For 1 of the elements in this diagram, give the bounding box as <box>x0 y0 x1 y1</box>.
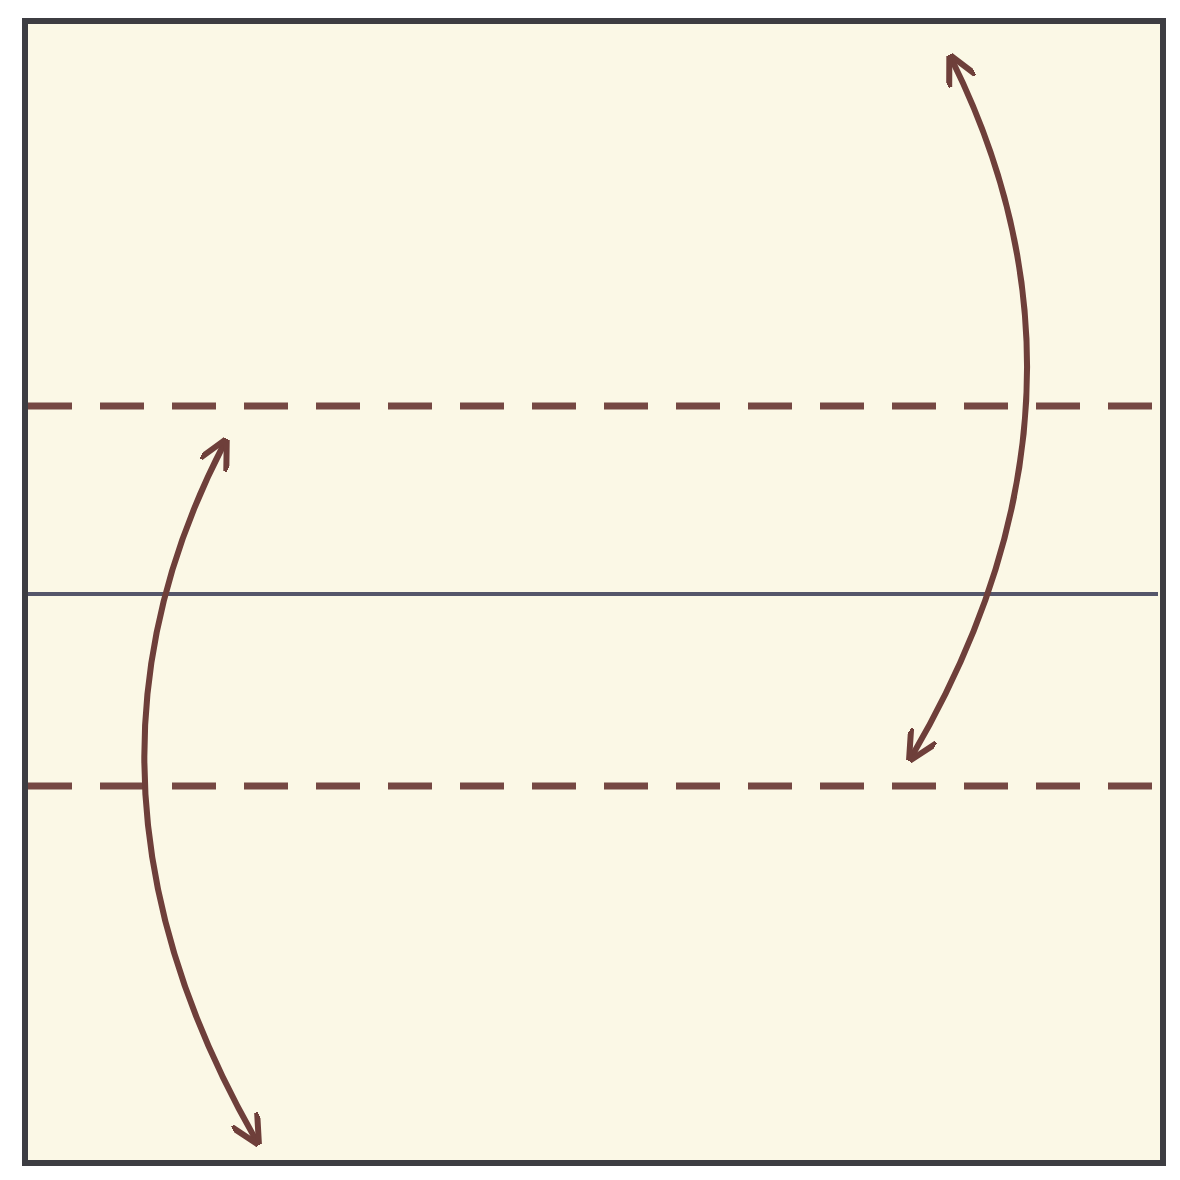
paper-square <box>22 18 1166 1166</box>
